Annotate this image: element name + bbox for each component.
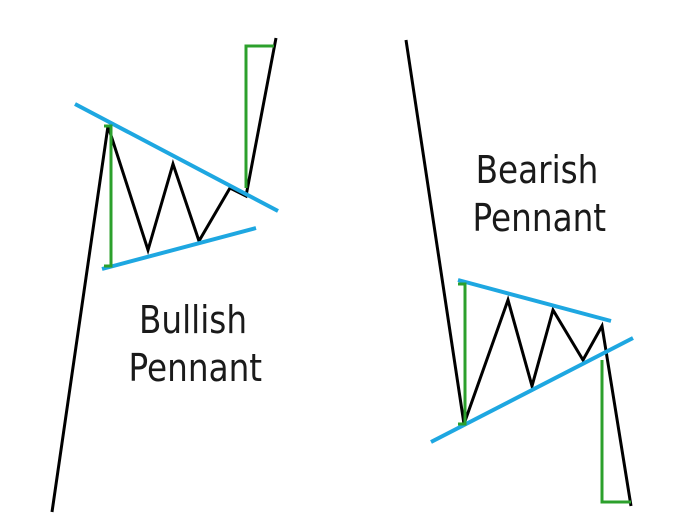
bullish-pennant bbox=[50, 37, 279, 513]
bullish-label-line2: Pennant bbox=[128, 346, 263, 390]
bearish-flagpole bbox=[404, 39, 466, 425]
bullish-target-measure bbox=[244, 44, 274, 188]
bearish-label-line2: Pennant bbox=[472, 196, 607, 240]
bullish-price-zigzag bbox=[106, 37, 278, 256]
bullish-lower-trendline bbox=[101, 226, 257, 271]
bullish-pennant-label: Bullish Pennant bbox=[128, 296, 263, 392]
bullish-flagpole-measure bbox=[104, 124, 113, 268]
bearish-target-measure bbox=[600, 360, 631, 504]
bullish-label-line1: Bullish bbox=[138, 298, 248, 342]
bullish-flagpole bbox=[50, 125, 110, 513]
bearish-pennant-label: Bearish Pennant bbox=[472, 146, 607, 242]
bearish-flagpole-measure bbox=[458, 282, 467, 426]
bullish-upper-trendline bbox=[74, 102, 279, 213]
bearish-price-zigzag bbox=[462, 295, 633, 507]
bearish-upper-trendline bbox=[457, 278, 612, 323]
bearish-pennant bbox=[404, 39, 634, 507]
bearish-label-line1: Bearish bbox=[475, 148, 599, 192]
